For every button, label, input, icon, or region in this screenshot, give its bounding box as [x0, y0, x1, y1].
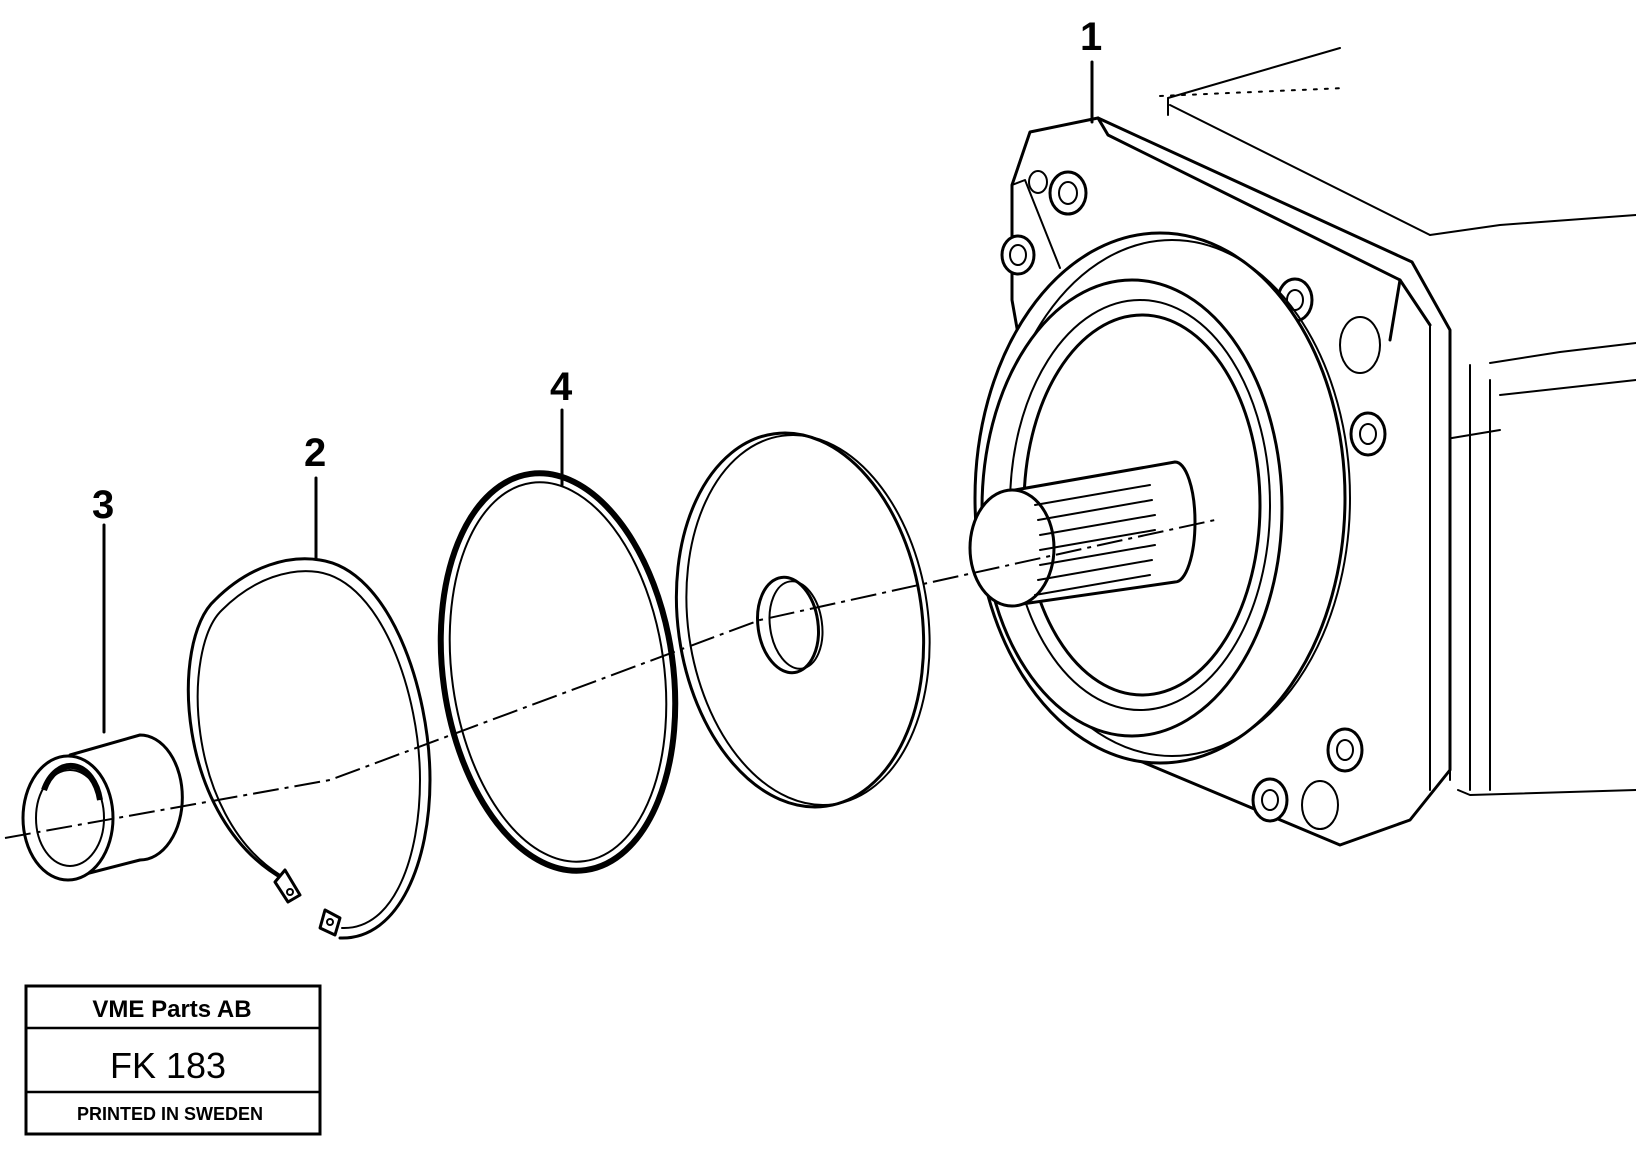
motor-body [1159, 47, 1636, 796]
callout-1-label: 1 [1080, 15, 1102, 59]
callout-2-label: 2 [304, 431, 326, 475]
bolt-icon [1028, 170, 1088, 216]
motor-assembly [968, 47, 1636, 847]
title-plate: VME Parts AB FK 183 PRINTED IN SWEDEN [24, 984, 322, 1136]
leader-lines [102, 60, 1094, 734]
flange-bolts [1000, 170, 1387, 830]
plate-code: FK 183 [110, 1045, 226, 1086]
bolt-icon [1326, 727, 1364, 773]
o-ring [437, 470, 679, 874]
plate-footer: PRINTED IN SWEDEN [77, 1104, 263, 1124]
snap-ring [186, 557, 432, 940]
bushing [21, 733, 184, 882]
plate-company: VME Parts AB [92, 996, 251, 1023]
centre-axis [4, 519, 1216, 839]
callout-4-label: 4 [550, 365, 573, 409]
bolt-icon [1349, 411, 1387, 457]
bolt-icon [1251, 777, 1339, 830]
shim-washer [674, 431, 931, 809]
bolt-icon [1000, 234, 1036, 276]
callout-3-label: 3 [92, 483, 114, 527]
